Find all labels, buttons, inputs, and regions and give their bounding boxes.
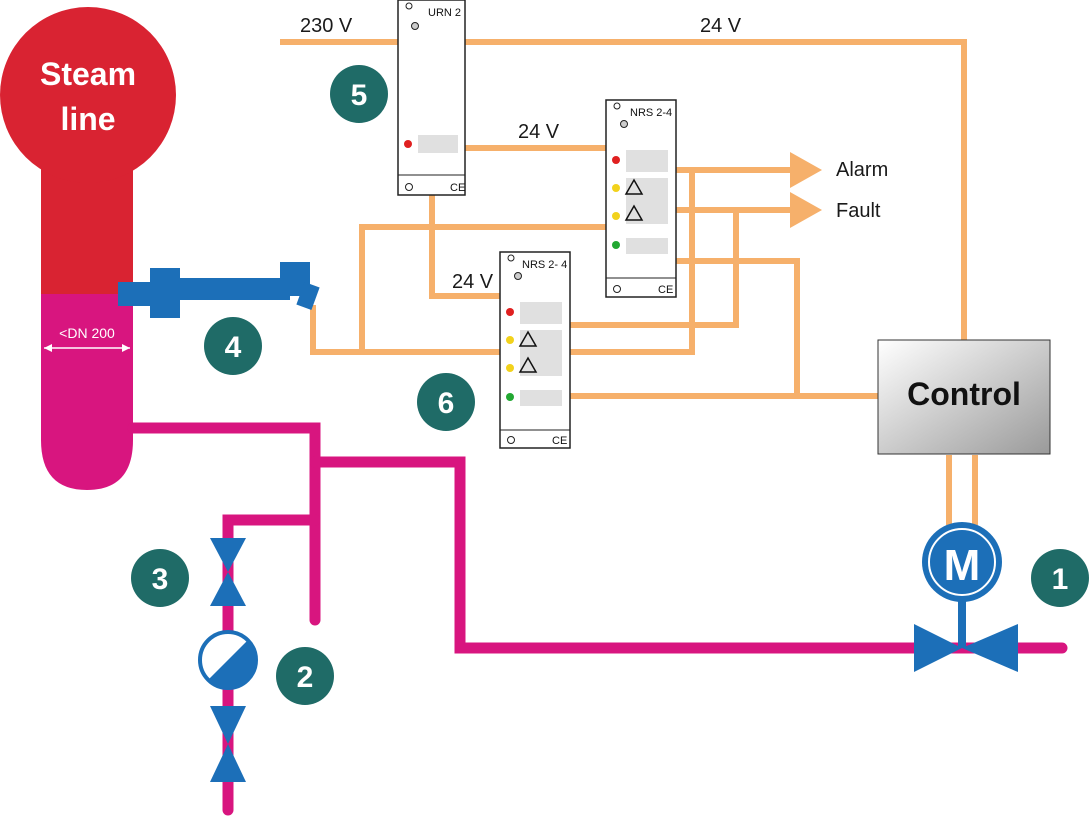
- warning-icon: [624, 204, 644, 221]
- nrs-lower-yellow-led-2: [506, 364, 514, 372]
- motor-label: M: [944, 541, 981, 590]
- svg-text:1: 1: [1052, 563, 1069, 596]
- warning-icon: [518, 330, 538, 347]
- nrs-2-4-lower-device: NRS 2- 4 CE: [499, 251, 571, 449]
- urn-2-label: URN 2: [428, 7, 461, 19]
- control-label: Control: [907, 376, 1021, 412]
- steam-line-vessel: Steam line <DN 200: [0, 7, 176, 490]
- nrs-lower-green-led: [506, 393, 514, 401]
- dn-label: <DN 200: [59, 325, 115, 341]
- nrs-top-label: NRS 2-4: [630, 107, 672, 119]
- svg-text:CE: CE: [450, 182, 465, 194]
- nrs-lower-label: NRS 2- 4: [522, 259, 567, 271]
- voltage-24-urn-nrs: 24 V: [518, 121, 560, 143]
- badge-1: 1: [1031, 549, 1089, 607]
- svg-text:5: 5: [351, 79, 368, 112]
- sight-glass-icon: [198, 630, 258, 690]
- fault-arrow: [790, 192, 822, 228]
- shutoff-valve-lower-icon: [210, 706, 246, 782]
- nrs-top-green-led: [612, 241, 620, 249]
- wiring: [280, 39, 978, 525]
- badge-5: 5: [330, 65, 388, 123]
- control-box: Control: [877, 339, 1051, 455]
- svg-text:2: 2: [297, 661, 314, 694]
- svg-text:3: 3: [152, 563, 169, 596]
- alarm-label: Alarm: [836, 159, 888, 181]
- alarm-arrow: [790, 152, 822, 188]
- steam-line-title-1: Steam: [40, 56, 136, 92]
- steam-line-title-2: line: [60, 101, 115, 137]
- nrs-2-4-top-device: NRS 2-4 CE: [605, 99, 677, 298]
- badge-3: 3: [131, 549, 189, 607]
- nrs-top-yellow-led-2: [612, 212, 620, 220]
- shutoff-valve-upper-icon: [210, 538, 246, 606]
- level-electrode-icon: [118, 262, 320, 318]
- voltage-230: 230 V: [300, 15, 353, 37]
- fault-label: Fault: [836, 200, 881, 222]
- badge-6: 6: [417, 373, 475, 431]
- badge-4: 4: [204, 317, 262, 375]
- svg-text:CE: CE: [552, 435, 567, 447]
- svg-text:CE: CE: [658, 284, 673, 296]
- motorised-valve-icon: M: [914, 522, 1018, 672]
- svg-text:4: 4: [225, 331, 242, 364]
- nrs-lower-yellow-led-1: [506, 336, 514, 344]
- urn-2-device: URN 2 CE: [397, 0, 466, 196]
- nrs-lower-red-led: [506, 308, 514, 316]
- voltage-24-top: 24 V: [700, 15, 742, 37]
- warning-icon: [624, 178, 644, 195]
- nrs-top-red-led: [612, 156, 620, 164]
- svg-text:6: 6: [438, 387, 455, 420]
- nrs-top-yellow-led-1: [612, 184, 620, 192]
- urn-red-led: [404, 140, 412, 148]
- voltage-24-lower: 24 V: [452, 271, 494, 293]
- water-piping: [127, 422, 1068, 816]
- badge-2: 2: [276, 647, 334, 705]
- warning-icon: [518, 356, 538, 373]
